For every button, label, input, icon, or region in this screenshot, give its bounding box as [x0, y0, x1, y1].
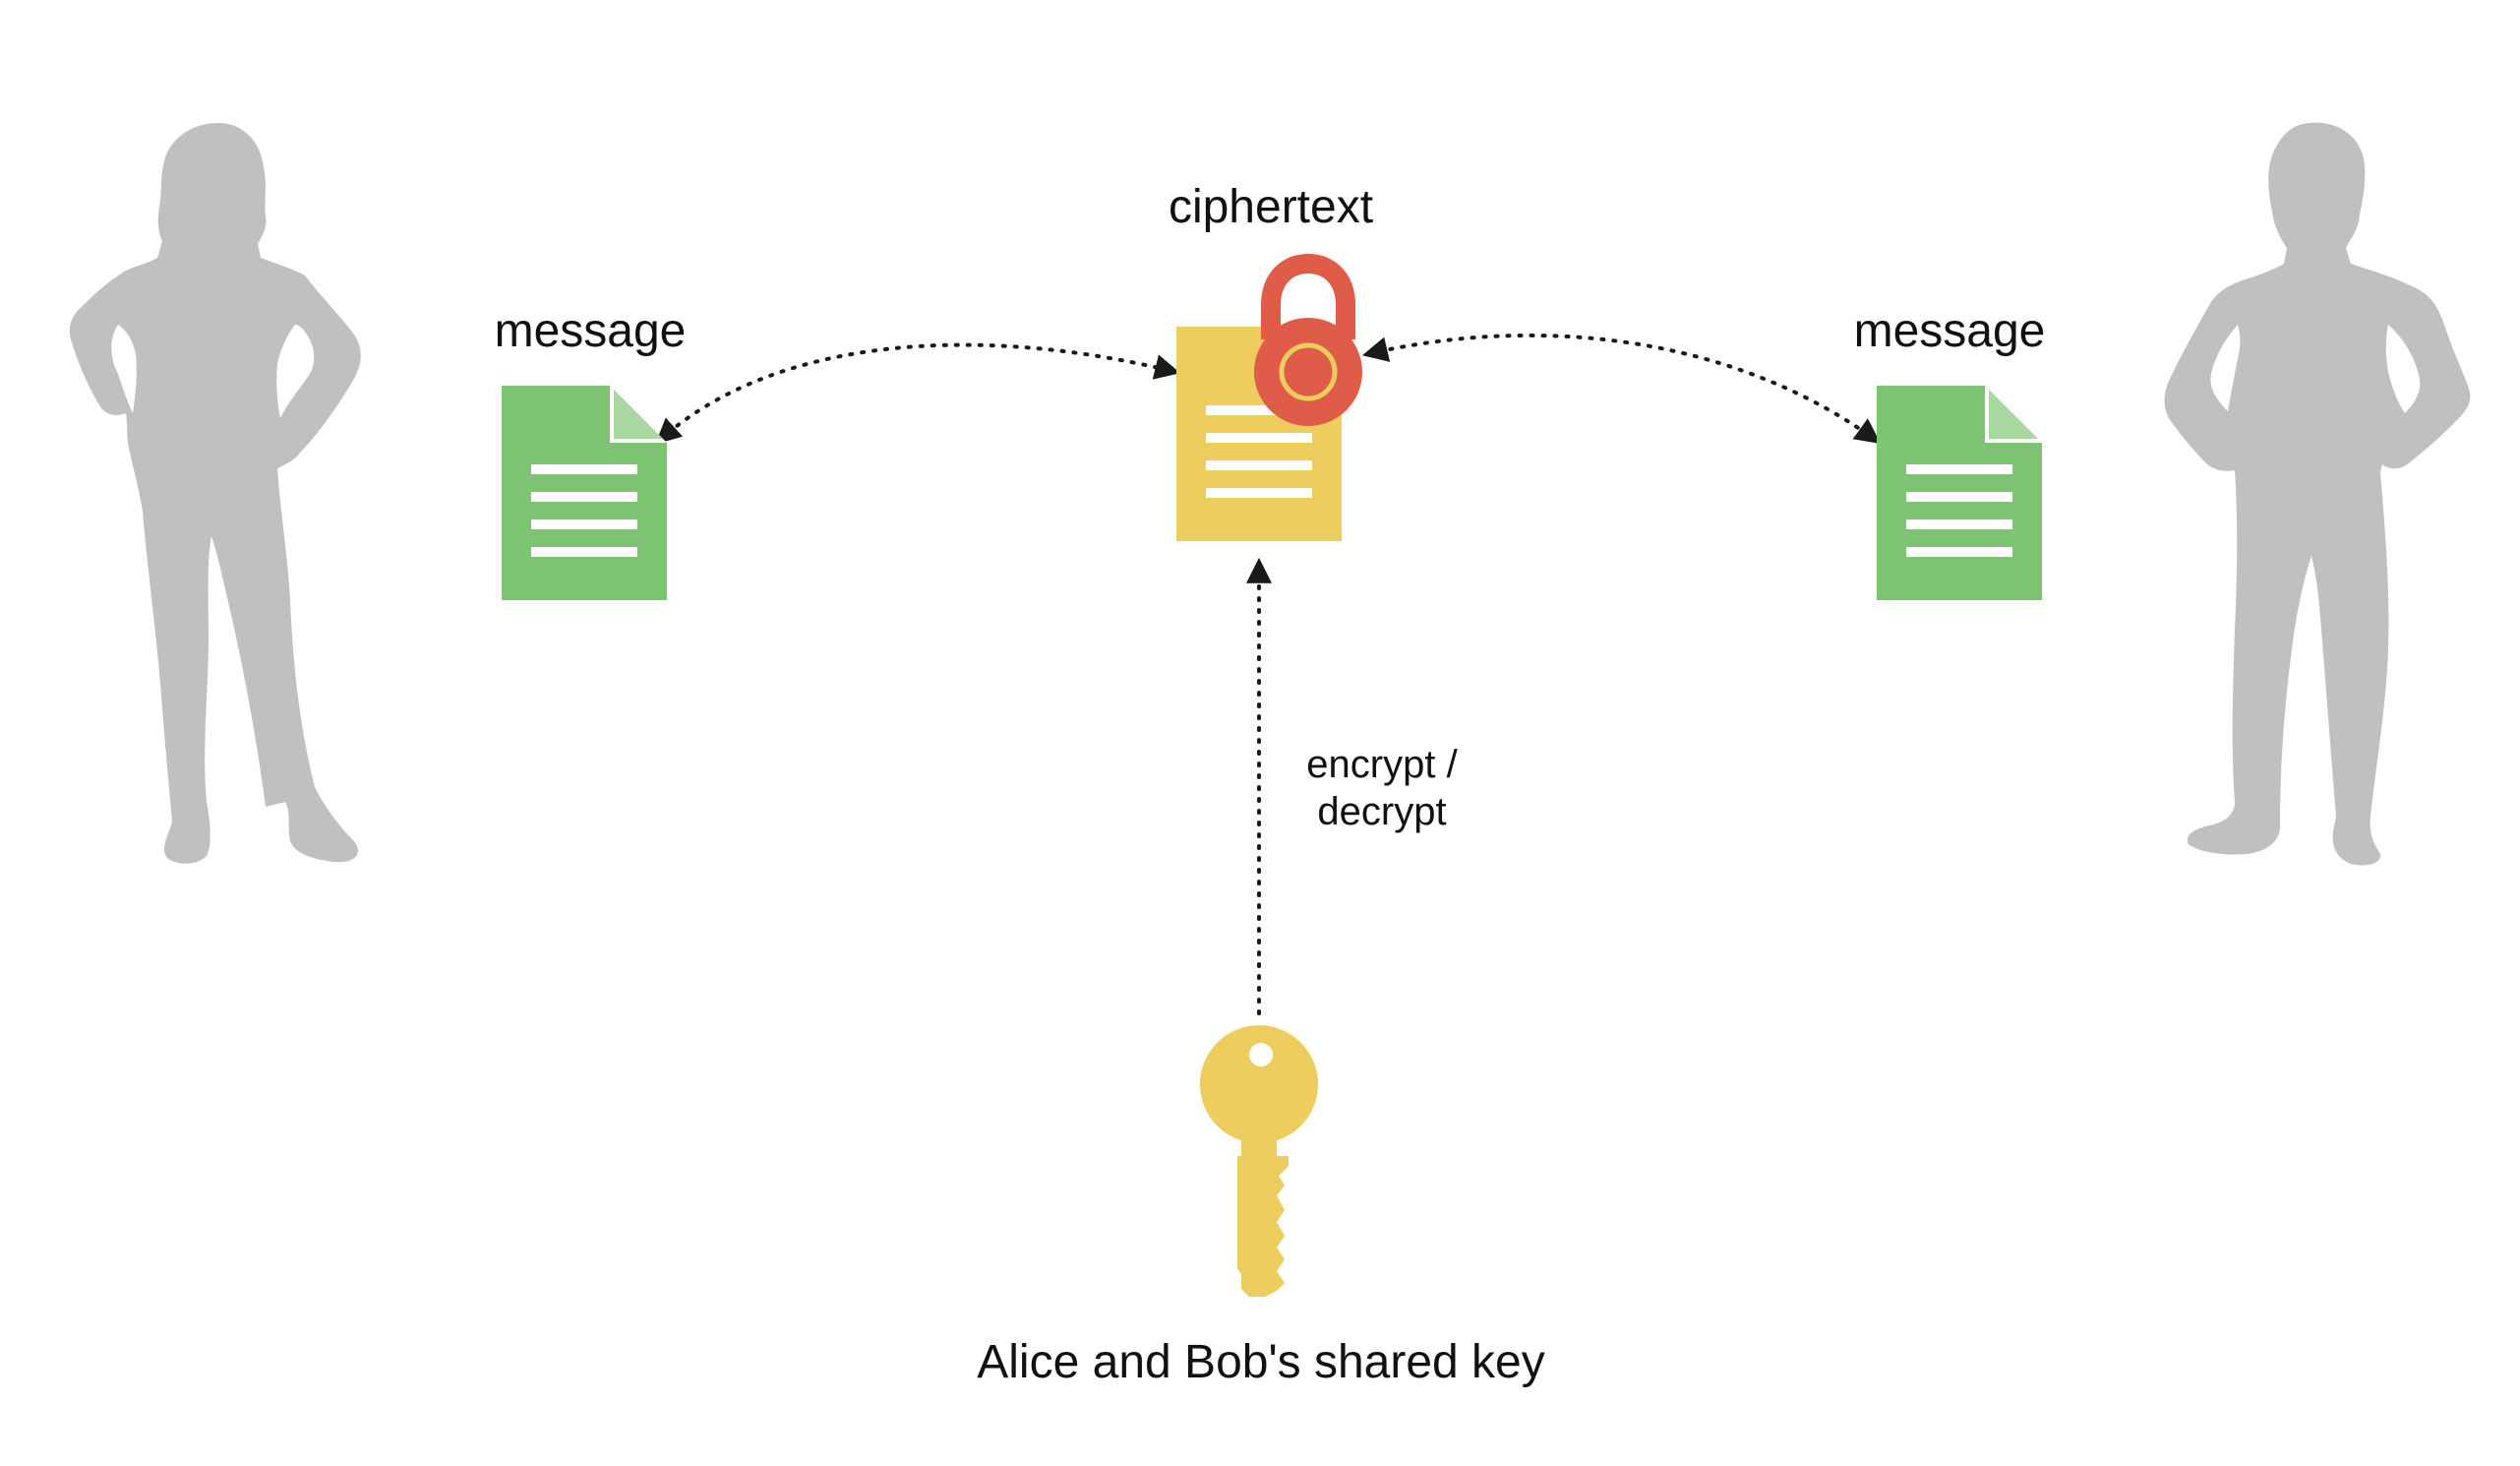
right-message-label: message: [1854, 305, 2046, 357]
ciphertext-label: ciphertext: [1169, 181, 1373, 233]
encrypt-decrypt-label-line2: decrypt: [1317, 790, 1446, 833]
right-message-document-icon: [1877, 386, 2042, 600]
left-message-label: message: [495, 305, 687, 357]
left-message-document-icon: [502, 386, 667, 600]
encrypt-decrypt-label-line1: encrypt /: [1306, 743, 1458, 786]
bob-silhouette-icon: [2164, 122, 2471, 866]
shared-key-caption: Alice and Bob's shared key: [977, 1336, 1545, 1388]
alice-silhouette-icon: [69, 123, 361, 864]
padlock-icon: [1254, 253, 1362, 426]
arrow-ciphertext-right-message: [1361, 334, 1882, 445]
key-icon: [1200, 1025, 1318, 1297]
arrow-left-message-ciphertext: [655, 342, 1181, 445]
